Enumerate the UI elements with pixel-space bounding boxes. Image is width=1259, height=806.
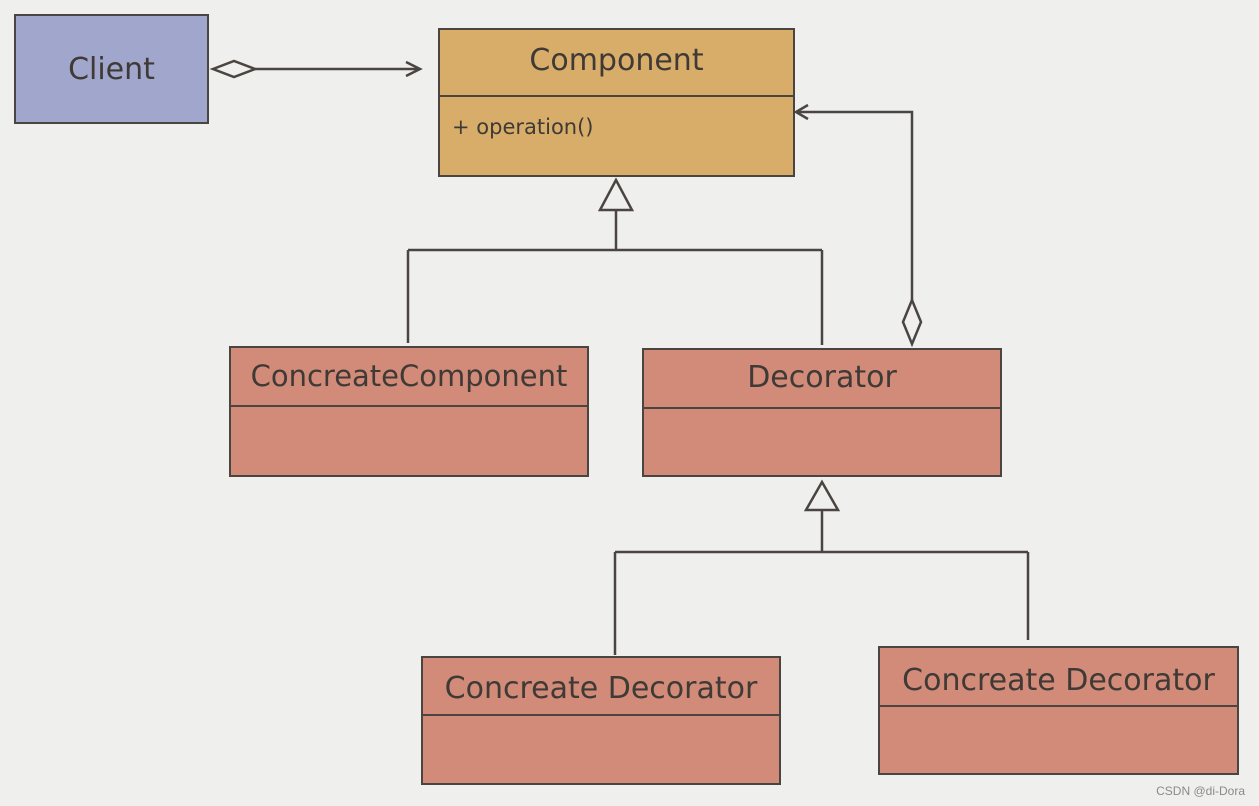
class-name: Concreate Decorator xyxy=(880,648,1237,707)
arrowhead xyxy=(405,60,423,78)
arrowhead xyxy=(793,103,809,121)
operation: + operation() xyxy=(452,115,594,139)
aggregation-diamond xyxy=(901,296,923,348)
class-name: Concreate Decorator xyxy=(423,658,779,716)
class-name: Client xyxy=(68,51,155,87)
concrete-decorator-class: Concreate Decorator xyxy=(421,656,781,785)
decorator-class: Decorator xyxy=(642,348,1002,477)
decorator-component-aggregation xyxy=(796,110,914,300)
client-class: Client xyxy=(14,14,209,124)
class-name: Component xyxy=(440,30,793,97)
concrete-component-class: ConcreateComponent xyxy=(229,346,589,477)
generalization-triangle xyxy=(803,479,841,512)
aggregation-diamond xyxy=(209,59,259,79)
component-class: Component + operation() xyxy=(438,28,795,177)
class-name: ConcreateComponent xyxy=(231,348,587,407)
class-name: Decorator xyxy=(644,350,1000,409)
concrete-decorator-class: Concreate Decorator xyxy=(878,646,1239,775)
watermark: CSDN @di-Dora xyxy=(1156,784,1245,798)
generalization-triangle xyxy=(597,177,635,212)
